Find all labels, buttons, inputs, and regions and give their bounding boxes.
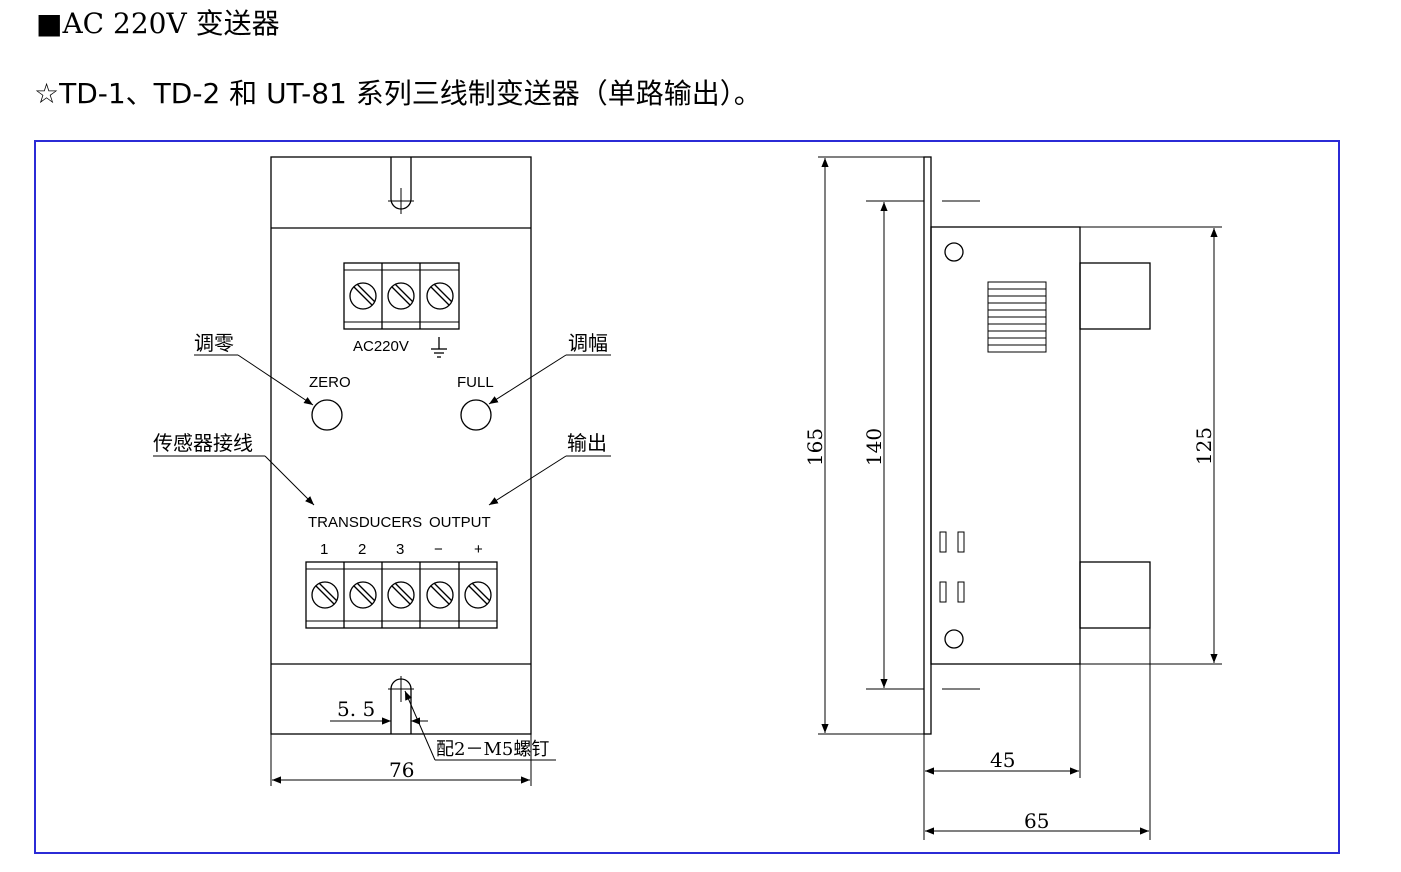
full-label: FULL <box>457 374 494 391</box>
zero-potentiometer-icon <box>311 399 343 431</box>
mounting-hole-icon <box>944 242 964 262</box>
vent-grille <box>987 281 1047 353</box>
output-label: OUTPUT <box>429 514 491 531</box>
screw-icon <box>349 282 377 310</box>
transducers-label: TRANSDUCERS <box>308 514 422 531</box>
output-leader-arrow <box>488 455 567 506</box>
zero-cn-label: 调零 <box>194 331 234 355</box>
depth-body-dim: 45 <box>990 748 1015 772</box>
full-leader-arrow <box>488 354 567 405</box>
terminal-number: − <box>434 541 443 558</box>
mounting-hole-icon <box>944 629 964 649</box>
terminal-number: 2 <box>358 541 366 558</box>
section-subtitle: ☆TD-1、TD-2 和 UT-81 系列三线制变送器（单路输出）。 <box>34 77 762 110</box>
housing-outline <box>270 156 532 735</box>
front-plate <box>923 156 932 735</box>
bottom-mounting-slot <box>388 676 414 734</box>
side-slot <box>957 531 965 553</box>
rear-terminal-block-top <box>1079 262 1151 330</box>
side-slot <box>957 581 965 603</box>
depth-total-dim: 65 <box>1024 809 1049 833</box>
height-body-dim: 125 <box>1192 427 1216 465</box>
height-total-dim: 165 <box>803 428 827 466</box>
power-terminal-block <box>343 262 460 330</box>
terminal-number: 3 <box>396 541 404 558</box>
output-cn-label: 输出 <box>567 431 607 455</box>
full-cn-label: 调幅 <box>568 331 608 355</box>
screw-note-arrow <box>404 690 436 761</box>
zero-label: ZERO <box>309 374 351 391</box>
screw-icon <box>349 581 377 609</box>
ground-icon <box>431 337 447 358</box>
screw-icon <box>426 581 454 609</box>
diagram-frame <box>34 140 1340 854</box>
terminal-number: 1 <box>320 541 328 558</box>
zero-leader-arrow <box>237 354 314 406</box>
signal-terminal-block <box>305 561 498 629</box>
power-terminal-label: AC220V <box>353 338 409 355</box>
sensor-cn-label: 传感器接线 <box>153 431 253 455</box>
screw-icon <box>464 581 492 609</box>
section-title: ■AC 220V 变送器 <box>36 7 280 40</box>
side-view: 165 140 125 45 65 <box>803 156 1222 840</box>
terminal-number: + <box>474 541 483 558</box>
screw-icon <box>387 581 415 609</box>
side-slot <box>939 531 947 553</box>
screw-icon <box>311 581 339 609</box>
screw-note: 配2－M5螺钉 <box>436 739 549 760</box>
width-dim: 76 <box>389 758 414 782</box>
front-view: AC220V 调零 ZERO 调幅 FULL 传感器接线 输出 TRANSDUC… <box>153 156 611 786</box>
slot-width-dim: 5. 5 <box>337 697 375 721</box>
side-slot <box>939 581 947 603</box>
full-potentiometer-icon <box>460 399 492 431</box>
sensor-leader-arrow <box>264 455 315 506</box>
screw-icon <box>387 282 415 310</box>
side-body <box>930 226 1081 665</box>
height-inner-dim: 140 <box>862 428 886 466</box>
top-mounting-slot <box>388 157 414 214</box>
rear-terminal-block-bottom <box>1079 561 1151 629</box>
screw-icon <box>426 282 454 310</box>
